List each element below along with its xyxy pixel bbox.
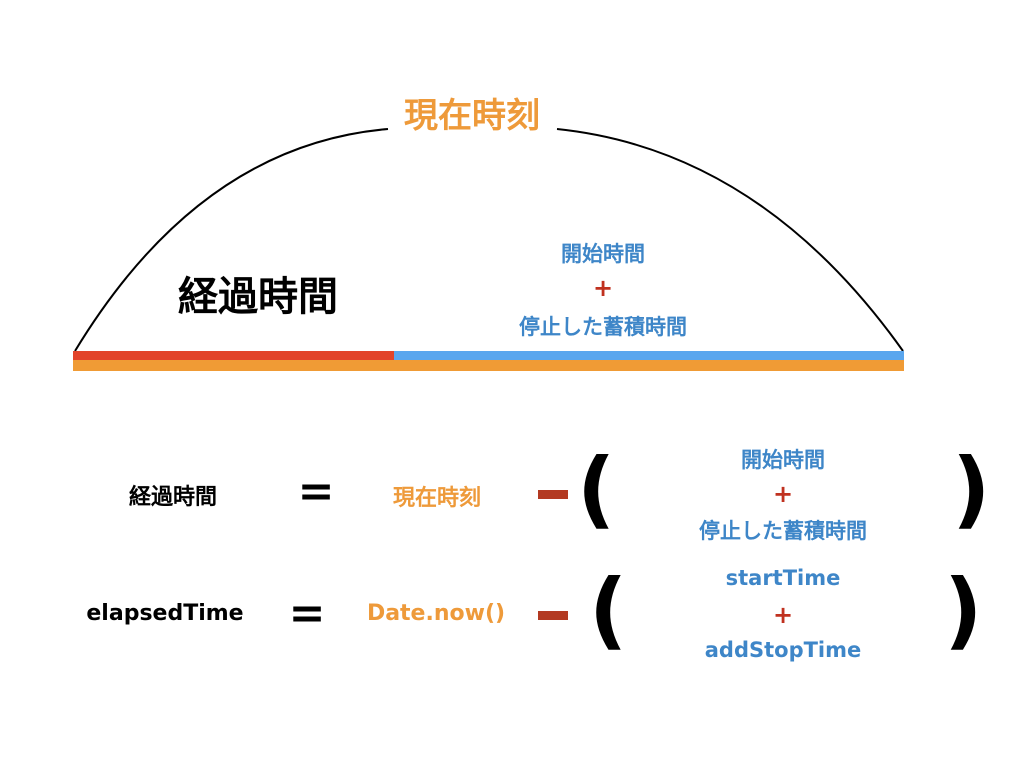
- arc-left: [74, 128, 389, 352]
- eq2-lhs: elapsedTime: [86, 601, 244, 626]
- eq1-lhs: 経過時間: [128, 485, 218, 510]
- eq2-plus: +: [772, 601, 794, 629]
- eq1-plus: +: [772, 480, 794, 508]
- eq2-open-paren: (: [589, 561, 628, 659]
- start-time-label: 開始時間: [561, 242, 645, 266]
- elapsed-bar: [73, 351, 394, 360]
- stop-accum-label: 停止した蓄積時間: [519, 315, 687, 339]
- eq2-start-time: startTime: [725, 566, 841, 590]
- eq1-start-time: 開始時間: [741, 448, 825, 472]
- eq1-minus-sign: [538, 490, 568, 499]
- eq1-stop-accum: 停止した蓄積時間: [699, 519, 867, 543]
- eq1-close-paren: ): [952, 440, 991, 538]
- plus-sign: +: [592, 274, 614, 302]
- eq2-close-paren: ): [944, 561, 983, 659]
- current-time-label: 現在時刻: [404, 96, 540, 136]
- current-time-bar: [73, 360, 904, 371]
- eq1-open-paren: (: [577, 440, 616, 538]
- eq2-current-time: Date.now(): [366, 601, 506, 626]
- eq1-current-time: 現在時刻: [392, 486, 482, 511]
- arc-right: [556, 128, 904, 352]
- eq2-minus-sign: [538, 611, 568, 620]
- eq2-stop-accum: addStopTime: [704, 638, 862, 662]
- eq2-equals: =: [288, 588, 326, 639]
- elapsed-time-label: 経過時間: [178, 274, 338, 320]
- start-plus-stop-bar: [394, 351, 904, 360]
- eq1-equals: =: [297, 466, 335, 517]
